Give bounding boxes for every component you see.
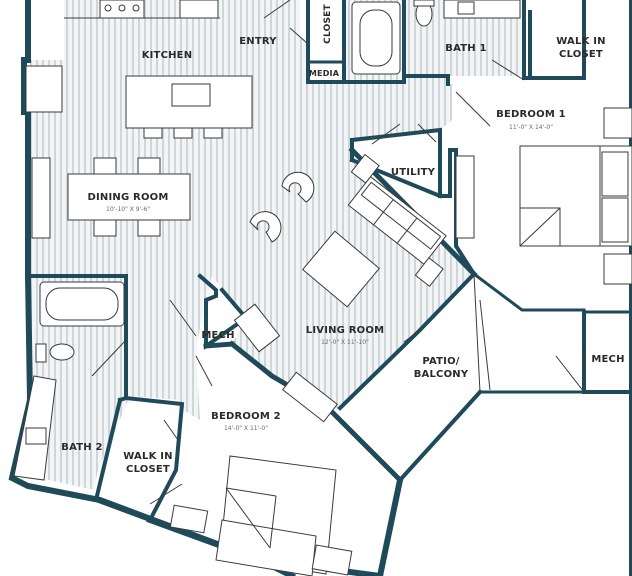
entry-label: ENTRY [239,36,277,47]
living-dims: 12'-0" X 11'-10" [321,339,369,346]
closet-label: CLOSET [323,4,333,44]
patio-label-line2: BALCONY [414,369,469,380]
utility-label: UTILITY [391,167,436,178]
bedroom2-label: BEDROOM 2 [211,411,281,422]
bedroom2-dims: 14'-0" X 11'-0" [224,425,268,432]
fixtures [13,0,632,576]
living-label: LIVING ROOM [306,325,384,336]
patio-label-line1: PATIO/ [422,356,459,367]
dining-dims: 10'-10" X 9'-6" [106,206,150,213]
walkin1-label-line1: WALK IN [556,36,605,47]
bath2-label: BATH 2 [61,442,102,453]
kitchen-label: KITCHEN [142,50,193,61]
bedroom1-dims: 11'-0" X 14'-0" [509,124,553,131]
walkin2-label-line1: WALK IN [123,451,172,462]
dining-label: DINING ROOM [87,192,168,203]
bedroom1-label: BEDROOM 1 [496,109,566,120]
walkin1-label-line2: CLOSET [559,49,603,60]
media-label: MEDIA [309,69,340,78]
mech1-label: MECH [201,330,234,341]
bath1-label: BATH 1 [445,43,486,54]
dining-table [67,173,191,221]
room-labels: KITCHEN ENTRY CLOSET MEDIA BATH 1 WALK I… [61,4,624,475]
mech2-label: MECH [591,354,624,365]
walkin2-label-line2: CLOSET [126,464,170,475]
